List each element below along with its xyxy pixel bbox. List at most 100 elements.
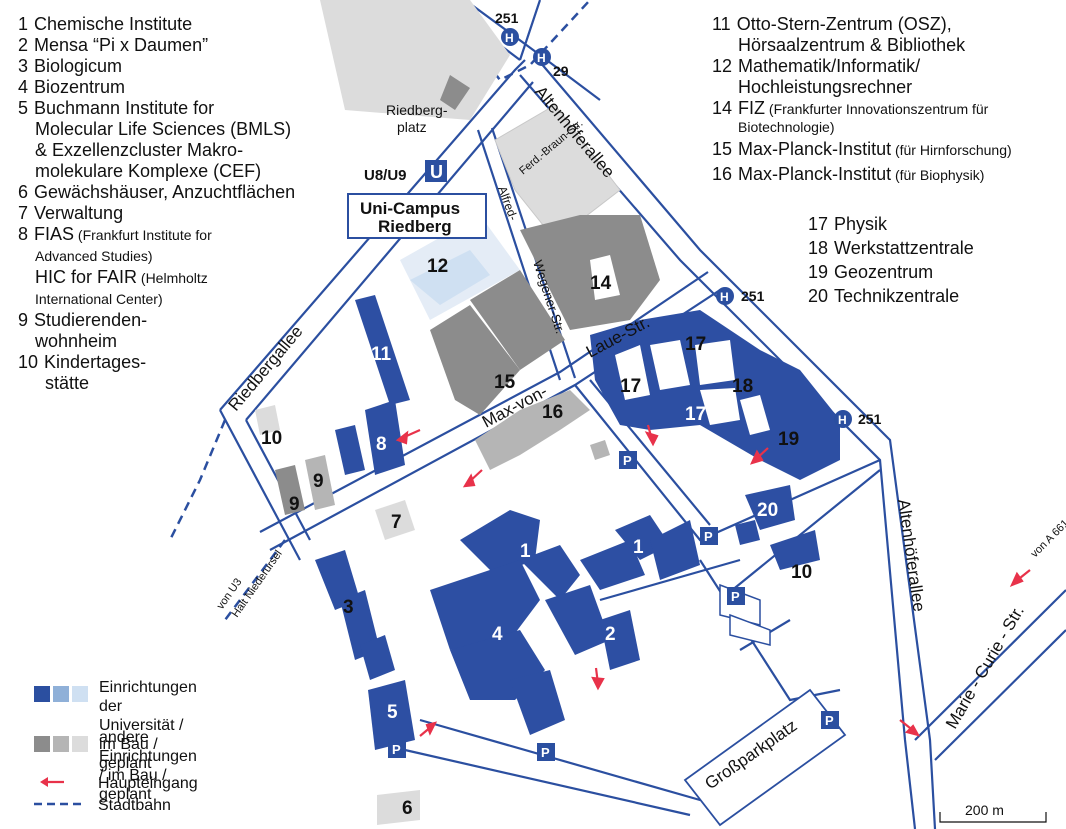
street-altenhoeferallee-right: Altenhöferallee — [894, 498, 929, 613]
riedbergplatz-label: Riedberg- platz — [386, 102, 448, 135]
entrance-arrow — [591, 667, 605, 691]
building-label-20: 20 — [757, 500, 778, 521]
building-numbers: 12 14 15 16 11 8 10 9 9 7 3 4 1 1 2 5 6 … — [261, 256, 812, 819]
building-label-17c: 17 — [685, 404, 706, 425]
entrance-arrow — [644, 424, 659, 447]
building-label-1a: 1 — [520, 541, 531, 562]
parking-icon: P — [619, 451, 637, 469]
svg-text:H: H — [537, 51, 546, 65]
ubahn-lines-label: U8/U9 — [364, 167, 407, 184]
entrance-arrow — [419, 721, 438, 737]
legend-other: andere Einrichtungen / im Bau / geplant — [34, 728, 197, 804]
parking-signs: P P P P P P — [388, 451, 839, 761]
legend-entrance: Haupteingang — [34, 774, 198, 793]
legend-tram: Stadtbahn — [34, 796, 171, 815]
entrance-arrow — [395, 428, 421, 445]
building-label-10a: 10 — [261, 428, 282, 449]
bus-line-251-top: 251 — [495, 10, 519, 26]
bus-line-251-mid: 251 — [741, 288, 765, 304]
parking-icon: P — [700, 527, 718, 545]
building-label-12: 12 — [427, 256, 448, 277]
svg-text:P: P — [392, 742, 401, 757]
building-label-9a: 9 — [289, 494, 300, 515]
bus-stop-icon: H — [533, 48, 551, 66]
bus-stop-icon: H — [501, 28, 519, 46]
entrance-arrow — [749, 447, 769, 465]
building-label-1b: 1 — [633, 537, 644, 558]
building-label-14: 14 — [590, 273, 612, 294]
marie-curie-road — [914, 589, 1066, 741]
svg-text:P: P — [704, 529, 713, 544]
svg-text:Riedberg-: Riedberg- — [386, 102, 448, 118]
bus-stops: H H H H 251 29 251 251 — [495, 10, 882, 428]
svg-text:U: U — [430, 162, 443, 182]
building-label-4: 4 — [492, 624, 503, 645]
campus-name-line1: Uni-Campus — [360, 199, 460, 218]
university-buildings — [315, 295, 840, 750]
building-label-2: 2 — [605, 624, 616, 645]
parking-icon: P — [537, 743, 555, 761]
bus-line-251-right: 251 — [858, 411, 882, 427]
building-label-7: 7 — [391, 512, 402, 533]
building-label-18: 18 — [732, 376, 753, 397]
campus-name-box: Uni-Campus Riedberg — [347, 193, 487, 239]
building-label-6: 6 — [402, 798, 413, 819]
riedbergallee-road — [518, 0, 542, 61]
bus-stop-icon: H — [834, 410, 852, 428]
svg-text:P: P — [623, 453, 632, 468]
grossparkplatz-area — [683, 688, 847, 827]
building-label-3: 3 — [343, 597, 354, 618]
svg-text:H: H — [838, 413, 847, 427]
building-label-11: 11 — [371, 344, 392, 365]
von-a661-label: von A 661 — [1029, 517, 1066, 560]
parking-icon: P — [727, 587, 745, 605]
parking-icon: P — [821, 711, 839, 729]
entrance-arrow — [899, 719, 921, 737]
building-label-9b: 9 — [313, 471, 324, 492]
ubahn-icon — [425, 160, 447, 182]
legend-university: Einrichtungen der Universität / im Bau /… — [34, 678, 197, 773]
svg-text:H: H — [720, 290, 729, 304]
entrance-arrows — [395, 424, 1031, 737]
other-buildings — [275, 215, 660, 515]
entrance-arrow — [1009, 569, 1031, 588]
planned-areas — [255, 0, 771, 825]
legend-item-hic: HIC for FAIR (Helmholtz International Ce… — [35, 267, 208, 307]
entrance-arrow-icon — [40, 777, 64, 787]
building-label-17b: 17 — [620, 376, 641, 397]
scale-label: 200 m — [965, 802, 1004, 818]
street-marie-curie: Marie - Curie - Str. — [942, 602, 1028, 732]
building-label-15: 15 — [494, 372, 516, 393]
svg-text:platz: platz — [397, 119, 427, 135]
building-label-16: 16 — [542, 402, 563, 423]
parking-icon: P — [388, 740, 406, 758]
bus-stop-icon: H — [716, 287, 734, 305]
bus-line-29: 29 — [553, 63, 569, 79]
scale-bar: 200 m — [939, 802, 1047, 823]
ubahn-station: U8/U9 U — [364, 160, 447, 184]
building-label-17a: 17 — [685, 334, 706, 355]
building-label-10b: 10 — [791, 562, 812, 583]
building-label-19: 19 — [778, 429, 799, 450]
svg-text:P: P — [731, 589, 740, 604]
